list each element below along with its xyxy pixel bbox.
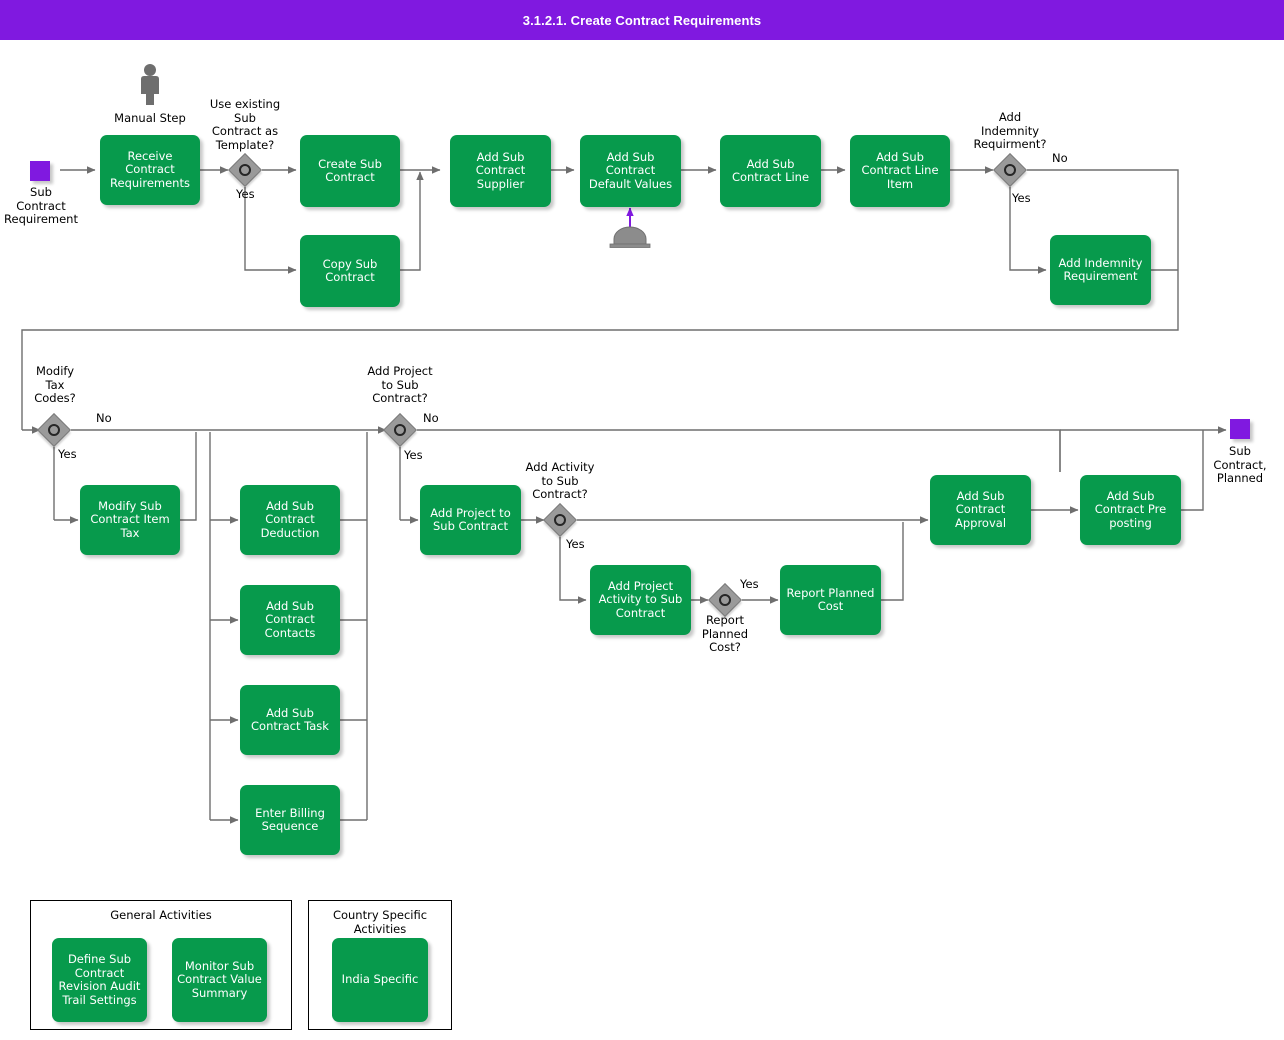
legend-country-specific-activities-title: Country Specific Activities <box>332 908 428 936</box>
datastore-icon <box>609 226 651 248</box>
end-event-sub-contract-planned[interactable] <box>1230 419 1250 439</box>
task-add-sub-contract-line[interactable]: Add Sub Contract Line <box>720 135 821 207</box>
task-label: Copy Sub Contract <box>322 256 378 284</box>
task-modify-sub-contract-item-tax[interactable]: Modify Sub Contract Item Tax <box>80 485 180 555</box>
legend-task-india-specific[interactable]: India Specific <box>332 938 428 1022</box>
task-add-project-to-sub-contract[interactable]: Add Project to Sub Contract <box>420 485 521 555</box>
task-add-sub-contract-line-item[interactable]: Add Sub Contract Line Item <box>850 135 950 207</box>
end-event-label: Sub Contract, Planned <box>1213 444 1267 485</box>
task-label: Create Sub Contract <box>318 156 382 184</box>
gateway-add-indemnity-requirment[interactable] <box>993 153 1027 187</box>
gateway-add-activity-to-sub-contract[interactable] <box>543 503 577 537</box>
task-label: Add Sub Contract Approval <box>954 488 1007 530</box>
task-label: Add Sub Contract Line <box>731 156 810 184</box>
task-label: Add Project Activity to Sub Contract <box>598 578 683 620</box>
task-label: Add Sub Contract Default Values <box>588 149 673 191</box>
gateway-modify-tax-codes[interactable] <box>37 413 71 447</box>
gateway-use-existing-template[interactable] <box>228 153 262 187</box>
task-label: Add Project to Sub Contract <box>430 505 511 533</box>
legend-task-define-sub-contract-revision-audit-trail-settings[interactable]: Define Sub Contract Revision Audit Trail… <box>52 938 147 1022</box>
task-label: Define Sub Contract Revision Audit Trail… <box>58 952 141 1007</box>
manual-step-label: Manual Step <box>114 111 186 125</box>
gateway-use-existing-template-label: Use existing Sub Contract as Template? <box>209 97 281 152</box>
task-add-indemnity-requirement[interactable]: Add Indemnity Requirement <box>1050 235 1151 305</box>
gateway-modify-tax-codes-label: Modify Tax Codes? <box>34 364 76 405</box>
start-event-label: Sub Contract Requirement <box>4 185 78 226</box>
gateway-add-indemnity-requirment-yes: Yes <box>1012 191 1031 205</box>
task-create-sub-contract[interactable]: Create Sub Contract <box>300 135 400 207</box>
task-label: Enter Billing Sequence <box>255 805 325 833</box>
gateway-inclusive-ring <box>719 594 731 606</box>
task-label: Add Sub Contract Deduction <box>260 498 320 540</box>
task-add-sub-contract-task[interactable]: Add Sub Contract Task <box>240 685 340 755</box>
page-title: 3.1.2.1. Create Contract Requirements <box>0 0 1284 40</box>
task-label: Add Sub Contract Task <box>251 705 329 733</box>
task-label: Add Indemnity Requirement <box>1058 255 1143 283</box>
task-label: Add Sub Contract Line Item <box>861 149 939 191</box>
gateway-report-planned-cost-label: Report Planned Cost? <box>701 613 749 654</box>
gateway-add-indemnity-requirment-no: No <box>1052 151 1068 165</box>
task-add-sub-contract-supplier[interactable]: Add Sub Contract Supplier <box>450 135 551 207</box>
gateway-inclusive-ring <box>554 514 566 526</box>
gateway-add-indemnity-requirment-label: Add Indemnity Requirment? <box>973 110 1047 151</box>
gateway-add-project-to-sub-contract-yes: Yes <box>404 448 423 462</box>
task-add-sub-contract-contacts[interactable]: Add Sub Contract Contacts <box>240 585 340 655</box>
gateway-modify-tax-codes-no: No <box>96 411 112 425</box>
task-receive-contract-requirements[interactable]: Receive Contract Requirements <box>100 135 200 205</box>
legend-task-monitor-sub-contract-value-summary[interactable]: Monitor Sub Contract Value Summary <box>172 938 267 1022</box>
task-copy-sub-contract[interactable]: Copy Sub Contract <box>300 235 400 307</box>
gateway-add-project-to-sub-contract-no: No <box>423 411 439 425</box>
gateway-use-existing-template-yes: Yes <box>236 187 255 201</box>
gateway-modify-tax-codes-yes: Yes <box>58 447 77 461</box>
gateway-add-activity-to-sub-contract-label: Add Activity to Sub Contract? <box>525 460 595 501</box>
task-enter-billing-sequence[interactable]: Enter Billing Sequence <box>240 785 340 855</box>
task-label: India Specific <box>341 972 419 987</box>
task-report-planned-cost[interactable]: Report Planned Cost <box>780 565 881 635</box>
gateway-add-project-to-sub-contract-label: Add Project to Sub Contract? <box>367 364 433 405</box>
gateway-add-project-to-sub-contract[interactable] <box>383 413 417 447</box>
gateway-inclusive-ring <box>394 424 406 436</box>
task-label: Receive Contract Requirements <box>110 148 190 190</box>
task-label: Report Planned Cost <box>786 585 875 613</box>
gateway-report-planned-cost[interactable] <box>708 583 742 617</box>
gateway-inclusive-ring <box>239 164 251 176</box>
task-label: Add Sub Contract Pre posting <box>1094 488 1167 530</box>
start-event-sub-contract-requirement[interactable] <box>30 161 50 181</box>
gateway-report-planned-cost-yes: Yes <box>740 577 759 591</box>
task-label: Modify Sub Contract Item Tax <box>90 498 170 540</box>
task-label: Add Sub Contract Contacts <box>264 598 316 640</box>
task-add-sub-contract-approval[interactable]: Add Sub Contract Approval <box>930 475 1031 545</box>
task-label: Monitor Sub Contract Value Summary <box>177 958 262 1000</box>
gateway-add-activity-to-sub-contract-yes: Yes <box>566 537 585 551</box>
legend-general-activities-title: General Activities <box>110 908 212 922</box>
gateway-inclusive-ring <box>48 424 60 436</box>
task-label: Add Sub Contract Supplier <box>475 149 526 191</box>
task-add-sub-contract-pre-posting[interactable]: Add Sub Contract Pre posting <box>1080 475 1181 545</box>
task-add-sub-contract-default-values[interactable]: Add Sub Contract Default Values <box>580 135 681 207</box>
manual-step-icon <box>141 64 159 105</box>
gateway-inclusive-ring <box>1004 164 1016 176</box>
task-add-project-activity-to-sub-contract[interactable]: Add Project Activity to Sub Contract <box>590 565 691 635</box>
task-add-sub-contract-deduction[interactable]: Add Sub Contract Deduction <box>240 485 340 555</box>
